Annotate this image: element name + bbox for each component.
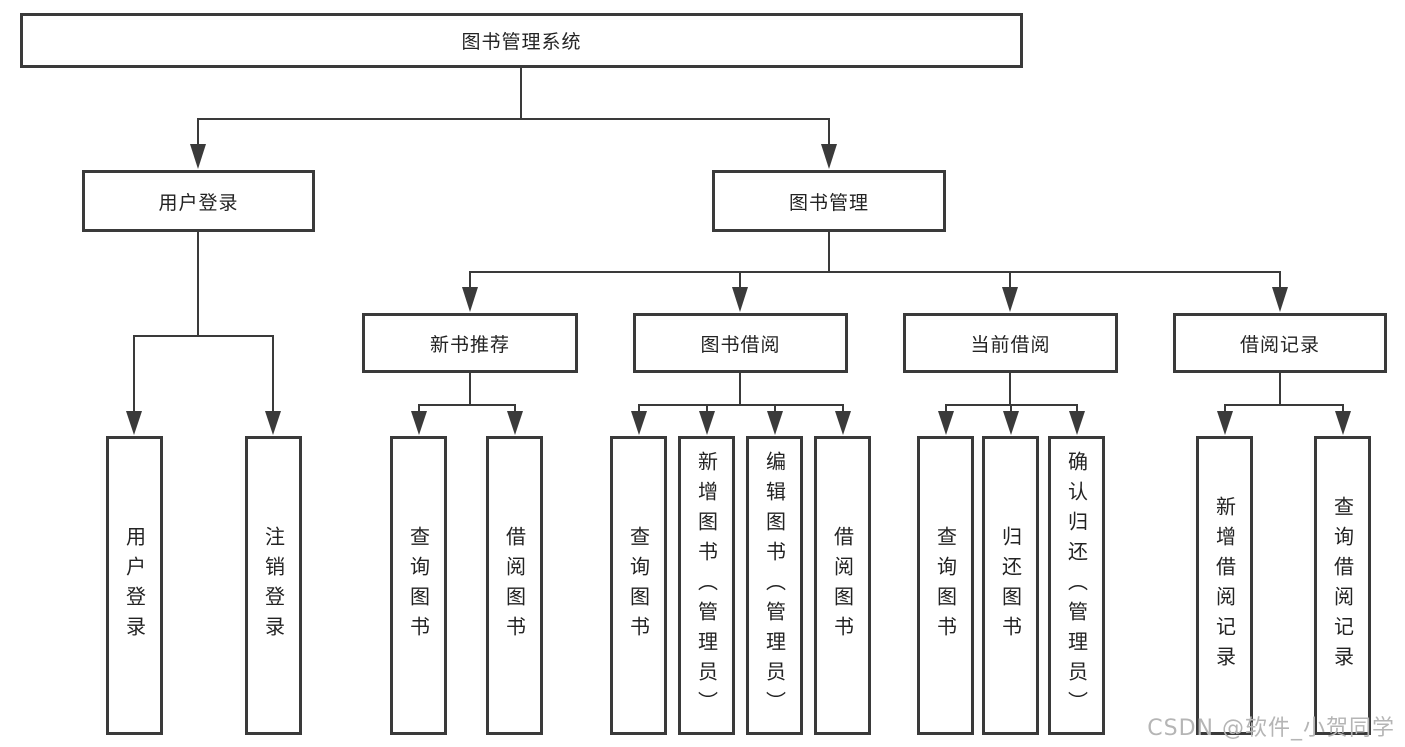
- node-label: 查询图书: [626, 525, 651, 646]
- csdn-watermark: CSDN @软件_小贺同学: [1147, 716, 1395, 741]
- node-label: 借阅图书: [830, 525, 855, 646]
- node-leaf-confirm-return-admin: 确认归还（管理员）: [1048, 436, 1105, 735]
- node-leaf-query-books-current: 查询图书: [917, 436, 974, 735]
- node-new-book-recommend: 新书推荐: [362, 313, 578, 373]
- node-label: 图书管理系统: [461, 31, 582, 53]
- node-leaf-user-login: 用户登录: [106, 436, 163, 735]
- node-leaf-query-books-borrowing: 查询图书: [610, 436, 667, 735]
- node-label: 编辑图书（管理员）: [762, 450, 787, 721]
- node-label: 归还图书: [998, 525, 1023, 646]
- node-label: 借阅记录: [1239, 333, 1320, 356]
- node-leaf-query-books-recommend: 查询图书: [390, 436, 447, 735]
- node-library-management-system: 图书管理系统: [20, 13, 1023, 68]
- node-label: 新书推荐: [429, 333, 510, 356]
- node-book-management: 图书管理: [712, 170, 946, 232]
- node-leaf-query-borrow-record: 查询借阅记录: [1314, 436, 1371, 735]
- node-leaf-borrow-books-recommend: 借阅图书: [486, 436, 543, 735]
- node-label: 新增借阅记录: [1212, 495, 1237, 676]
- node-label: 用户登录: [122, 525, 147, 646]
- node-borrowing-records: 借阅记录: [1173, 313, 1387, 373]
- node-label: 确认归还（管理员）: [1064, 450, 1089, 721]
- node-current-borrowing: 当前借阅: [903, 313, 1118, 373]
- node-leaf-edit-book-admin: 编辑图书（管理员）: [746, 436, 803, 735]
- node-leaf-return-books: 归还图书: [982, 436, 1039, 735]
- node-user-login: 用户登录: [82, 170, 315, 232]
- node-leaf-logout: 注销登录: [245, 436, 302, 735]
- node-label: 查询图书: [933, 525, 958, 646]
- node-label: 新增图书（管理员）: [694, 450, 719, 721]
- node-label: 注销登录: [261, 525, 286, 646]
- node-label: 图书借阅: [700, 333, 781, 356]
- node-book-borrowing: 图书借阅: [633, 313, 848, 373]
- node-label: 当前借阅: [970, 333, 1051, 356]
- node-label: 查询图书: [406, 525, 431, 646]
- node-label: 图书管理: [788, 191, 869, 214]
- arrowheads: [126, 144, 1351, 435]
- node-label: 查询借阅记录: [1330, 495, 1355, 676]
- node-leaf-borrow-books: 借阅图书: [814, 436, 871, 735]
- node-leaf-add-book-admin: 新增图书（管理员）: [678, 436, 735, 735]
- node-leaf-add-borrow-record: 新增借阅记录: [1196, 436, 1253, 735]
- node-label: 用户登录: [158, 191, 239, 214]
- node-label: 借阅图书: [502, 525, 527, 646]
